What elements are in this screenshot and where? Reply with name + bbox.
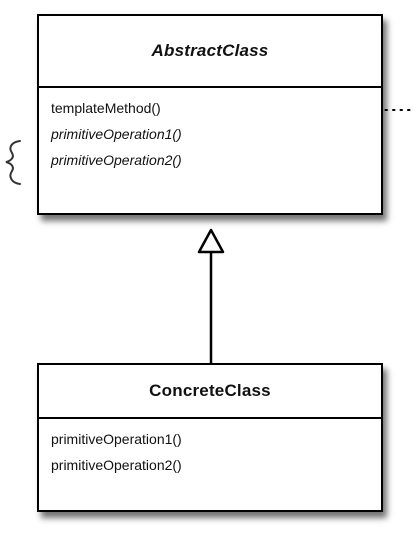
abstract-class-name: AbstractClass: [39, 16, 381, 88]
method-primitive-operation-2: primitiveOperation2(): [51, 457, 182, 473]
abstract-class-box: AbstractClass templateMethod() primitive…: [37, 14, 383, 215]
concrete-class-methods: primitiveOperation1() primitiveOperation…: [39, 419, 381, 475]
method-primitive-operation-2: primitiveOperation2(): [51, 152, 182, 168]
concrete-class-box: ConcreteClass primitiveOperation1() prim…: [37, 363, 383, 512]
method-template-method: templateMethod(): [51, 100, 161, 116]
method-primitive-operation-1: primitiveOperation1(): [51, 126, 182, 142]
abstract-class-methods: templateMethod() primitiveOperation1() p…: [39, 88, 381, 170]
curly-brace-icon: [5, 140, 21, 185]
inheritance-arrowhead-icon: [197, 228, 225, 254]
method-primitive-operation-1: primitiveOperation1(): [51, 431, 182, 447]
concrete-class-name: ConcreteClass: [39, 365, 381, 419]
